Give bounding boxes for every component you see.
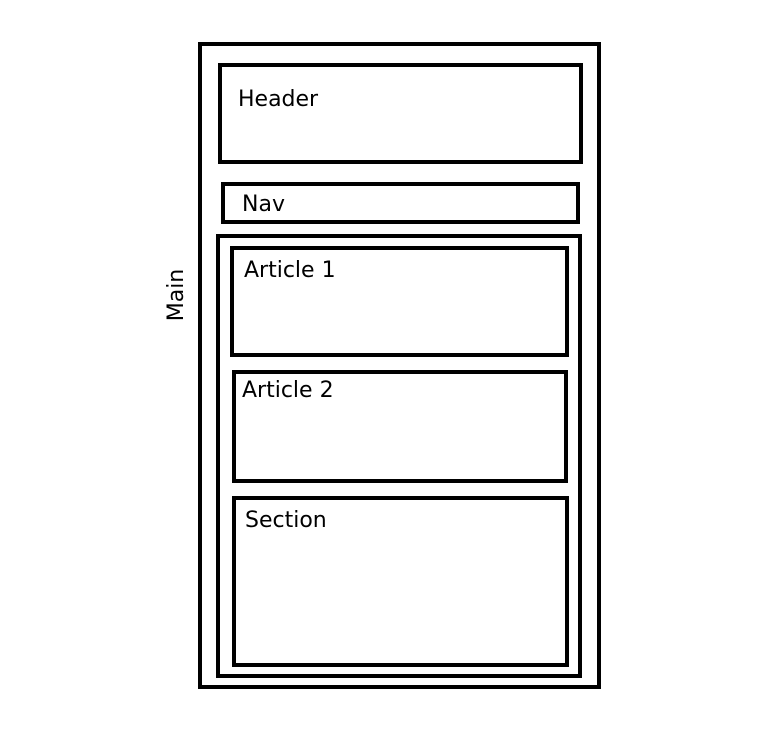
header-block: Header <box>218 63 583 164</box>
main-label: Main <box>164 268 189 322</box>
article-1-block: Article 1 <box>230 246 569 357</box>
section-label: Section <box>245 508 327 533</box>
article-2-block: Article 2 <box>232 370 568 483</box>
section-block: Section <box>232 496 569 667</box>
article-1-label: Article 1 <box>244 258 336 283</box>
nav-label: Nav <box>242 192 285 217</box>
header-label: Header <box>238 87 319 112</box>
article-2-label: Article 2 <box>242 378 334 403</box>
nav-block: Nav <box>221 182 580 224</box>
